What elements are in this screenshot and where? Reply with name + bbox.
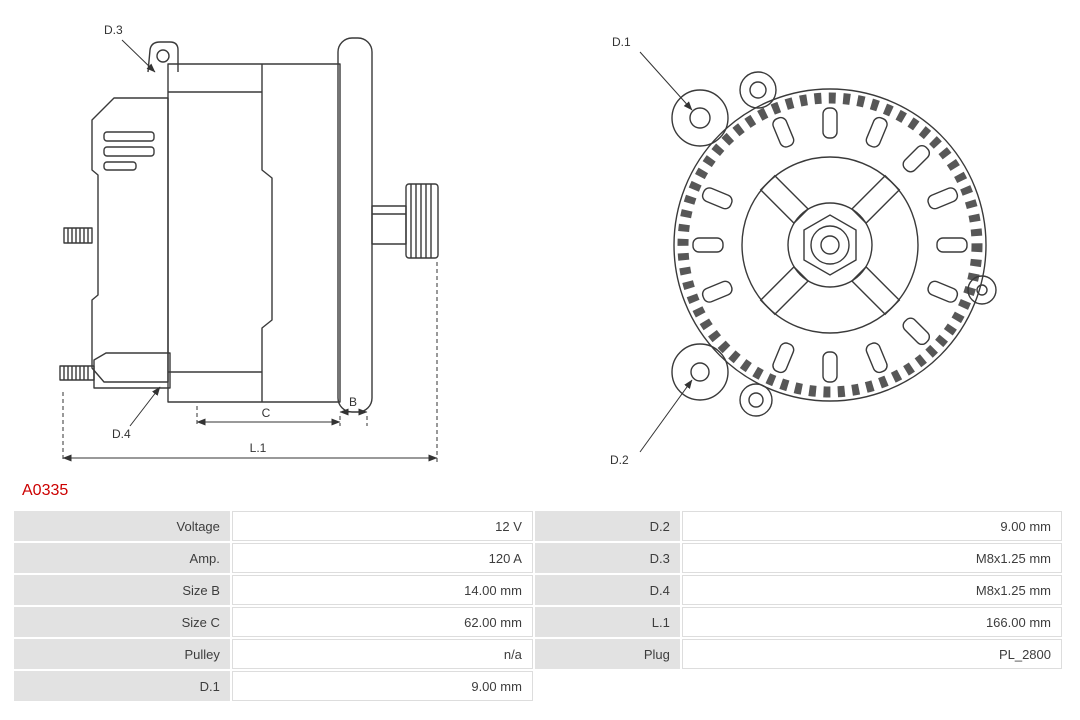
spec-label: D.2 <box>534 511 680 541</box>
mount-ear-d1 <box>671 89 729 147</box>
mount-hole <box>749 81 767 99</box>
spec-value: 120 A <box>231 543 533 573</box>
spec-value: M8x1.25 mm <box>681 575 1062 605</box>
table-row: Voltage 12 V D.2 9.00 mm <box>14 511 1062 541</box>
label-c: C <box>262 406 271 420</box>
fin-ring <box>677 92 983 398</box>
hub <box>787 202 873 288</box>
alternator-drawing: D.3 D.4 C B L.1 D.1 D.2 <box>59 23 997 467</box>
spec-value: 9.00 mm <box>231 671 533 701</box>
rear-cover <box>91 97 169 383</box>
vent-slots-ring <box>692 107 968 383</box>
label-b: B <box>349 395 357 409</box>
spec-label: Pulley <box>14 639 230 669</box>
spec-value: 9.00 mm <box>681 511 1062 541</box>
front-bracket <box>337 37 373 413</box>
spec-value: 14.00 mm <box>231 575 533 605</box>
rotor-face <box>741 156 919 334</box>
mount-hole <box>976 284 988 296</box>
shaft-end <box>810 225 850 265</box>
table-row: Size C 62.00 mm L.1 166.00 mm <box>14 607 1062 637</box>
table-row: Amp. 120 A D.3 M8x1.25 mm <box>14 543 1062 573</box>
dimension-lines <box>62 262 438 462</box>
label-d3: D.3 <box>104 23 123 37</box>
leader-d4 <box>129 386 161 427</box>
mount-hole-d1 <box>689 107 711 129</box>
mount-ear <box>739 71 777 109</box>
housing-detail-lines <box>168 91 262 373</box>
pulley <box>405 183 439 259</box>
table-row: Pulley n/a Plug PL_2800 <box>14 639 1062 669</box>
pulley-ribs <box>410 184 432 258</box>
shaft-center <box>820 235 840 255</box>
spec-label: D.1 <box>14 671 230 701</box>
vent-slot <box>103 131 155 142</box>
threaded-stud <box>63 227 93 244</box>
spec-value: PL_2800 <box>681 639 1062 669</box>
table-row: D.1 9.00 mm <box>14 671 1062 701</box>
rear-view <box>671 71 997 417</box>
shaft <box>371 205 407 245</box>
housing-outline <box>673 88 987 402</box>
leader-d3 <box>121 39 156 73</box>
label-d4: D.4 <box>112 427 131 441</box>
lower-lug <box>93 352 171 389</box>
spec-label: D.3 <box>534 543 680 573</box>
thread-hatch <box>63 366 89 380</box>
top-ear-hole <box>156 49 170 63</box>
mount-hole <box>748 392 764 408</box>
label-l1: L.1 <box>250 441 267 455</box>
mount-ear <box>739 383 773 417</box>
part-number[interactable]: A0335 <box>22 482 69 499</box>
hex-nut <box>803 214 857 276</box>
spec-label: Amp. <box>14 543 230 573</box>
vent-slot <box>103 146 155 157</box>
side-view <box>59 37 439 413</box>
thread-hatch <box>67 228 89 243</box>
spokes <box>759 174 901 316</box>
leader-d2 <box>639 379 693 453</box>
table-row: Size B 14.00 mm D.4 M8x1.25 mm <box>14 575 1062 605</box>
label-d2: D.2 <box>610 453 629 467</box>
top-ear <box>147 41 179 73</box>
leader-lines <box>121 39 693 453</box>
spec-label: Size B <box>14 575 230 605</box>
extension-lines <box>62 262 438 462</box>
spec-value: 166.00 mm <box>681 607 1062 637</box>
leader-d1 <box>639 51 693 111</box>
spec-label: Size C <box>14 607 230 637</box>
spec-value-empty <box>682 671 1062 701</box>
mount-hole-d2 <box>690 362 710 382</box>
mount-ear-d2 <box>671 343 729 401</box>
spec-label: Plug <box>534 639 680 669</box>
spec-value: n/a <box>231 639 533 669</box>
main-housing <box>167 63 341 403</box>
housing-step-line <box>261 64 273 402</box>
threaded-stud <box>59 365 95 381</box>
vent-slot <box>103 161 137 171</box>
spec-label: D.4 <box>534 575 680 605</box>
label-d1: D.1 <box>612 35 631 49</box>
spec-label-empty <box>535 671 680 701</box>
technical-diagram: D.3 D.4 C B L.1 D.1 D.2 <box>59 23 997 467</box>
spec-label: L.1 <box>534 607 680 637</box>
spec-value: 62.00 mm <box>231 607 533 637</box>
spec-label: Voltage <box>14 511 230 541</box>
spec-value: 12 V <box>231 511 533 541</box>
spec-table: Voltage 12 V D.2 9.00 mm Amp. 120 A D.3 … <box>12 509 1064 703</box>
diagram-labels: D.3 D.4 C B L.1 D.1 D.2 <box>104 23 631 467</box>
spec-value: M8x1.25 mm <box>681 543 1062 573</box>
